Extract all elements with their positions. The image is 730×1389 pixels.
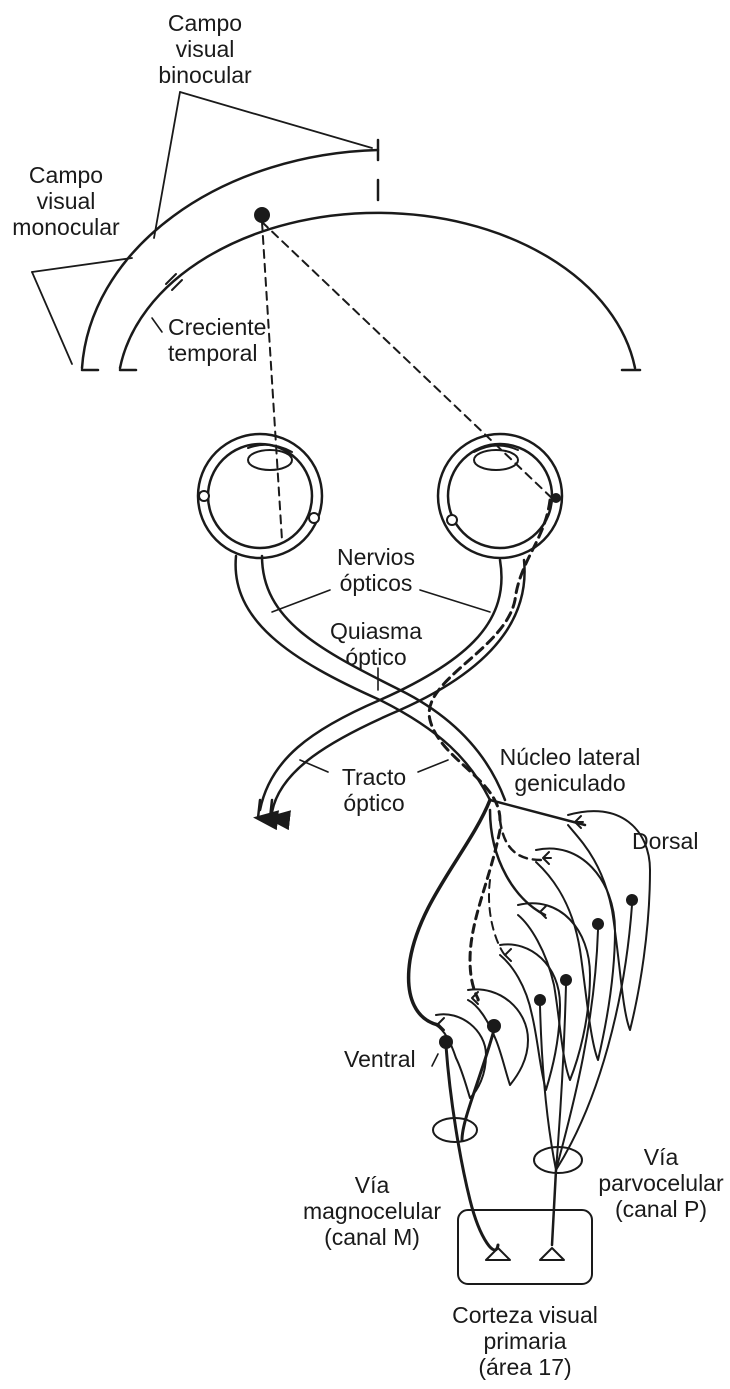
optic-nerves-label: Nervios ópticos [322, 544, 430, 596]
binocular-field-label: Campo visual binocular [140, 10, 270, 88]
magnocellular-label: Vía magnocelular (canal M) [298, 1172, 446, 1250]
left-eye [198, 434, 322, 558]
optic-tract-label: Tracto óptico [324, 764, 424, 816]
dorsal-label: Dorsal [632, 828, 698, 854]
ventral-label: Ventral [344, 1046, 416, 1072]
fixation-point [254, 207, 270, 223]
optic-chiasm-label: Quiasma óptico [322, 618, 430, 670]
parvocellular-label: Vía parvocelular (canal P) [596, 1144, 726, 1222]
temporal-crescent-label: Creciente temporal [168, 314, 266, 366]
visual-cortex-label: Corteza visual primaria (área 17) [430, 1302, 620, 1380]
lateral-geniculate-nucleus [409, 800, 650, 1098]
right-eye [438, 434, 562, 558]
monocular-field-label: Campo visual monocular [2, 162, 130, 240]
projection-lines [262, 222, 556, 540]
visual-cortex-box [458, 1210, 592, 1284]
geniculocortical-projections [433, 905, 632, 1284]
lateral-geniculate-label: Núcleo lateral geniculado [476, 744, 664, 796]
